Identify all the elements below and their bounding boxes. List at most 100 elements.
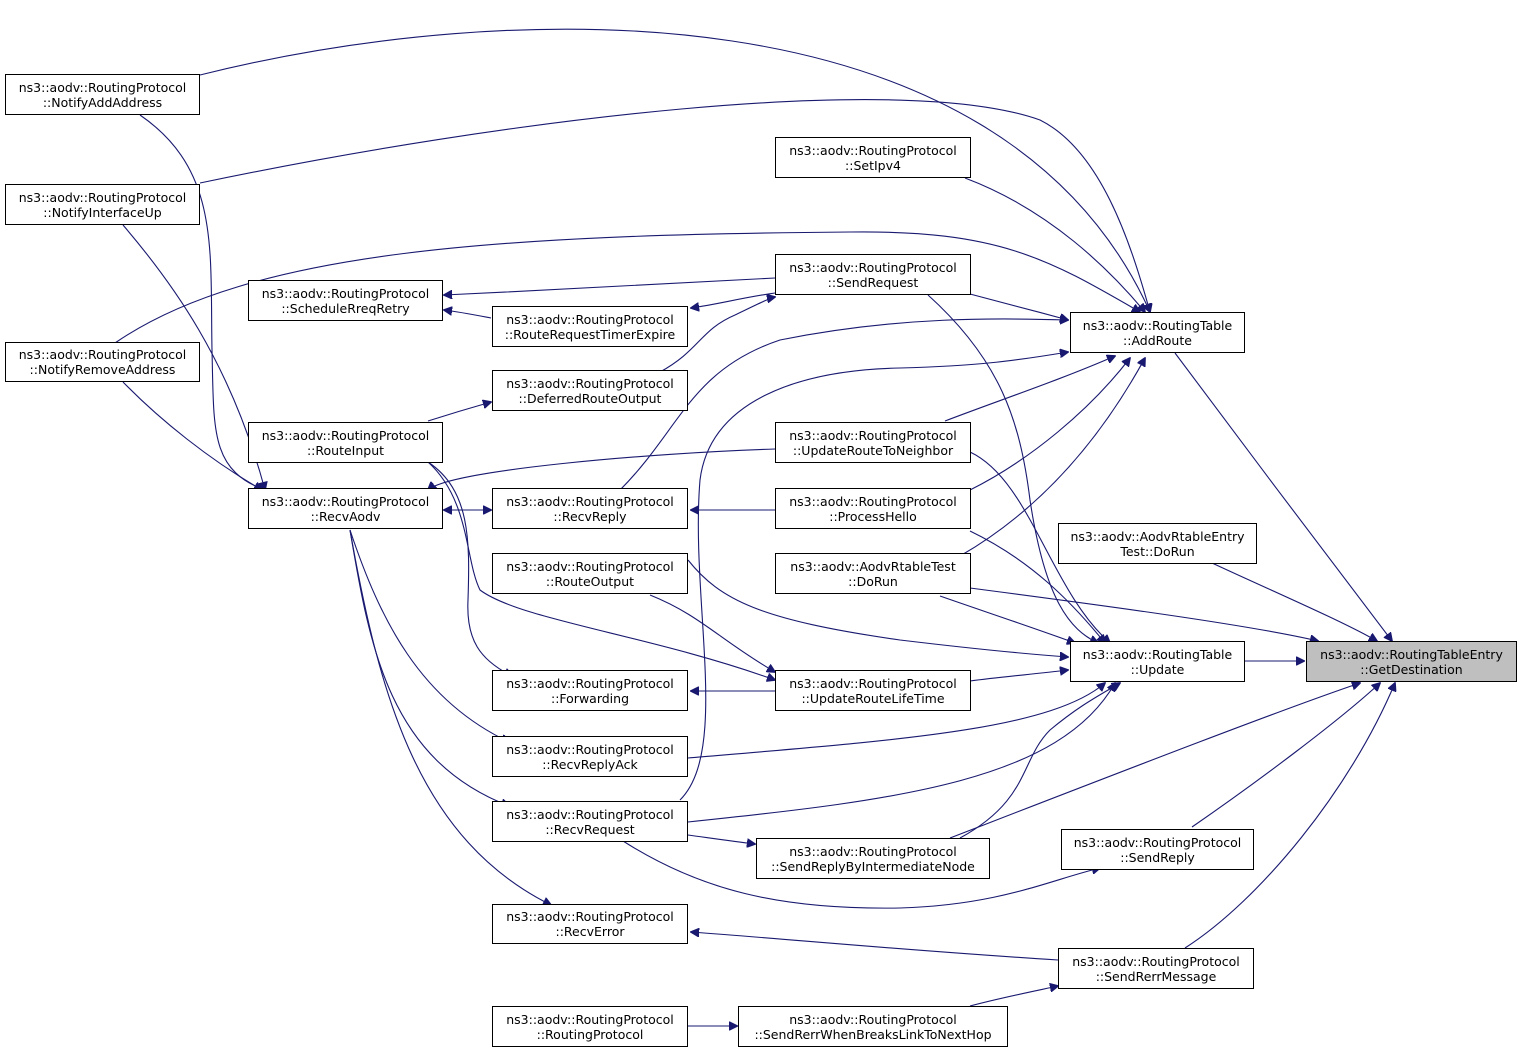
node-recv-request[interactable]: ns3::aodv::RoutingProtocol ::RecvRequest <box>492 801 688 842</box>
node-notify-remove-address[interactable]: ns3::aodv::RoutingProtocol ::NotifyRemov… <box>5 342 200 382</box>
node-label-line1: ns3::aodv::RoutingProtocol <box>789 493 957 509</box>
node-label-line1: ns3::aodv::AodvRtableTest <box>790 558 956 574</box>
edge-rtabletest-getdestination <box>969 587 1318 641</box>
node-label-line2: ::UpdateRouteLifeTime <box>801 690 945 706</box>
node-label-line2: ::ScheduleRreqRetry <box>281 300 410 316</box>
edge-sendrequest-update <box>927 294 1098 643</box>
node-label-line2: ::RecvReply <box>553 508 627 524</box>
edge-processhello-addroute <box>969 358 1130 491</box>
node-label-line1: ns3::aodv::RoutingProtocol <box>506 493 674 509</box>
node-label-line2: ::RoutingProtocol <box>536 1026 644 1042</box>
node-label-line1: ns3::aodv::RoutingProtocol <box>789 259 957 275</box>
node-send-reply[interactable]: ns3::aodv::RoutingProtocol ::SendReply <box>1061 829 1254 870</box>
edge-routeoutput-routelifetime <box>649 594 775 672</box>
node-label-line1: ns3::aodv::RoutingProtocol <box>506 311 674 327</box>
edge-rtabletest-addroute <box>959 358 1145 557</box>
node-process-hello[interactable]: ns3::aodv::RoutingProtocol ::ProcessHell… <box>775 488 971 529</box>
node-route-request-timer-expire[interactable]: ns3::aodv::RoutingProtocol ::RouteReques… <box>492 306 688 347</box>
node-label-line1: ns3::aodv::RoutingProtocol <box>1072 953 1240 969</box>
edge-routeinput-routelifetime <box>427 461 775 680</box>
edge-setipv4-addroute <box>964 177 1145 312</box>
node-aodv-rtable-entry-test[interactable]: ns3::aodv::AodvRtableEntry Test::DoRun <box>1058 523 1257 564</box>
node-label-line2: ::DeferredRouteOutput <box>518 390 662 406</box>
node-routing-protocol[interactable]: ns3::aodv::RoutingProtocol ::RoutingProt… <box>492 1006 688 1047</box>
node-deferred-route-output[interactable]: ns3::aodv::RoutingProtocol ::DeferredRou… <box>492 370 688 411</box>
node-label-line2: ::RecvRequest <box>545 821 635 837</box>
node-add-route[interactable]: ns3::aodv::RoutingTable ::AddRoute <box>1070 312 1245 353</box>
edge-sendrequest-rreqtimer <box>691 292 776 308</box>
node-label-line2: ::Update <box>1130 661 1185 677</box>
edge-sendrerr-recverror <box>691 932 1059 961</box>
edge-recvrequest-addroute <box>679 352 1068 801</box>
node-recv-aodv[interactable]: ns3::aodv::RoutingProtocol ::RecvAodv <box>248 488 443 529</box>
node-recv-error[interactable]: ns3::aodv::RoutingProtocol ::RecvError <box>492 904 688 944</box>
node-label-line2: ::RecvReplyAck <box>542 756 638 772</box>
node-label-line2: Test::DoRun <box>1120 543 1195 559</box>
edge-recvaodv-recverror <box>349 529 551 905</box>
edge-recvrequest-sendreplyinter <box>687 834 755 844</box>
node-update-route-life-time[interactable]: ns3::aodv::RoutingProtocol ::UpdateRoute… <box>775 670 971 711</box>
edge-entrytest-getdestination <box>1211 562 1377 641</box>
node-label-line1: ns3::aodv::RoutingProtocol <box>261 493 430 509</box>
node-notify-interface-up[interactable]: ns3::aodv::RoutingProtocol ::NotifyInter… <box>5 184 200 225</box>
node-label-line1: ns3::aodv::RoutingTableEntry <box>1320 646 1503 662</box>
node-label-line1: ns3::aodv::RoutingProtocol <box>789 142 957 158</box>
node-label-line2: ::SendRequest <box>827 274 919 290</box>
node-label-line1: ns3::aodv::RoutingProtocol <box>506 558 674 574</box>
edge-sendreplyinter-getdestination <box>949 683 1360 839</box>
edge-rtabletest-update <box>939 595 1075 643</box>
edge-recvreply-update <box>687 559 1068 657</box>
node-label-line1: ns3::aodv::AodvRtableEntry <box>1070 528 1245 544</box>
node-label-line1: ns3::aodv::RoutingTable <box>1082 646 1233 662</box>
node-send-rerr-message[interactable]: ns3::aodv::RoutingProtocol ::SendRerrMes… <box>1058 948 1254 989</box>
node-route-input[interactable]: ns3::aodv::RoutingProtocol ::RouteInput <box>248 422 443 463</box>
node-update-route-to-neighbor[interactable]: ns3::aodv::RoutingProtocol ::UpdateRoute… <box>775 422 971 463</box>
node-send-rerr-when-breaks-link[interactable]: ns3::aodv::RoutingProtocol ::SendRerrWhe… <box>738 1006 1008 1047</box>
edge-notifyup-addroute <box>199 99 1150 312</box>
node-send-request[interactable]: ns3::aodv::RoutingProtocol ::SendRequest <box>775 254 971 295</box>
edge-updateneighbor-recvaodv <box>428 448 776 490</box>
node-set-ipv4[interactable]: ns3::aodv::RoutingProtocol ::SetIpv4 <box>775 137 971 178</box>
edge-routeinput-deferred <box>427 402 491 422</box>
edge-sendrequest-addroute <box>969 293 1068 320</box>
node-label-line1: ns3::aodv::RoutingProtocol <box>506 1011 674 1027</box>
node-label-line2: ::UpdateRouteToNeighbor <box>792 442 954 458</box>
node-aodv-rtable-test[interactable]: ns3::aodv::AodvRtableTest ::DoRun <box>775 553 971 594</box>
node-get-destination[interactable]: ns3::aodv::RoutingTableEntry ::GetDestin… <box>1306 641 1517 682</box>
node-label-line2: ::RouteInput <box>306 442 385 458</box>
edge-updateneighbor-update <box>969 451 1110 643</box>
node-schedule-rreq-retry[interactable]: ns3::aodv::RoutingProtocol ::ScheduleRre… <box>248 280 443 321</box>
edge-processhello-update <box>969 530 1105 643</box>
node-recv-reply[interactable]: ns3::aodv::RoutingProtocol ::RecvReply <box>492 488 688 529</box>
edge-rreqtimer-schedulerreq <box>444 310 492 319</box>
edge-addroute-getdestination <box>1174 352 1392 641</box>
node-label-line2: ::NotifyRemoveAddress <box>29 362 176 377</box>
node-recv-reply-ack[interactable]: ns3::aodv::RoutingProtocol ::RecvReplyAc… <box>492 736 688 777</box>
node-label-line1: ns3::aodv::RoutingProtocol <box>506 909 674 924</box>
node-label-line2: ::GetDestination <box>1360 661 1463 677</box>
node-label-line2: ::RouteOutput <box>545 573 635 589</box>
node-label-line2: ::SetIpv4 <box>845 157 901 173</box>
node-forwarding[interactable]: ns3::aodv::RoutingProtocol ::Forwarding <box>492 670 688 711</box>
node-label-line2: ::RouteRequestTimerExpire <box>504 326 676 342</box>
edge-recvreply-addroute <box>619 319 1068 491</box>
edge-notifyremove-addroute <box>114 231 1140 344</box>
node-label-line2: ::AddRoute <box>1123 332 1192 348</box>
node-label-line1: ns3::aodv::RoutingProtocol <box>261 285 430 301</box>
node-update[interactable]: ns3::aodv::RoutingTable ::Update <box>1070 641 1245 682</box>
edge-sendrerr-getdestination <box>1184 683 1395 949</box>
node-label-line1: ns3::aodv::RoutingProtocol <box>506 741 674 757</box>
edge-recvreplyack-update <box>687 683 1105 759</box>
node-notify-add-address[interactable]: ns3::aodv::RoutingProtocol ::NotifyAddAd… <box>5 74 200 115</box>
node-send-reply-by-intermediate-node[interactable]: ns3::aodv::RoutingProtocol ::SendReplyBy… <box>756 838 990 879</box>
node-label-line1: ns3::aodv::RoutingProtocol <box>789 843 957 859</box>
node-label-line1: ns3::aodv::RoutingTable <box>1082 317 1233 333</box>
node-label-line1: ns3::aodv::RoutingProtocol <box>789 1011 957 1027</box>
node-label-line2: ::RecvError <box>555 924 625 939</box>
edge-routelifetime-update <box>969 670 1068 682</box>
edge-recvaodv-forwarding <box>427 461 512 676</box>
node-route-output[interactable]: ns3::aodv::RoutingProtocol ::RouteOutput <box>492 553 688 594</box>
edge-recvrequest-update <box>687 683 1115 823</box>
